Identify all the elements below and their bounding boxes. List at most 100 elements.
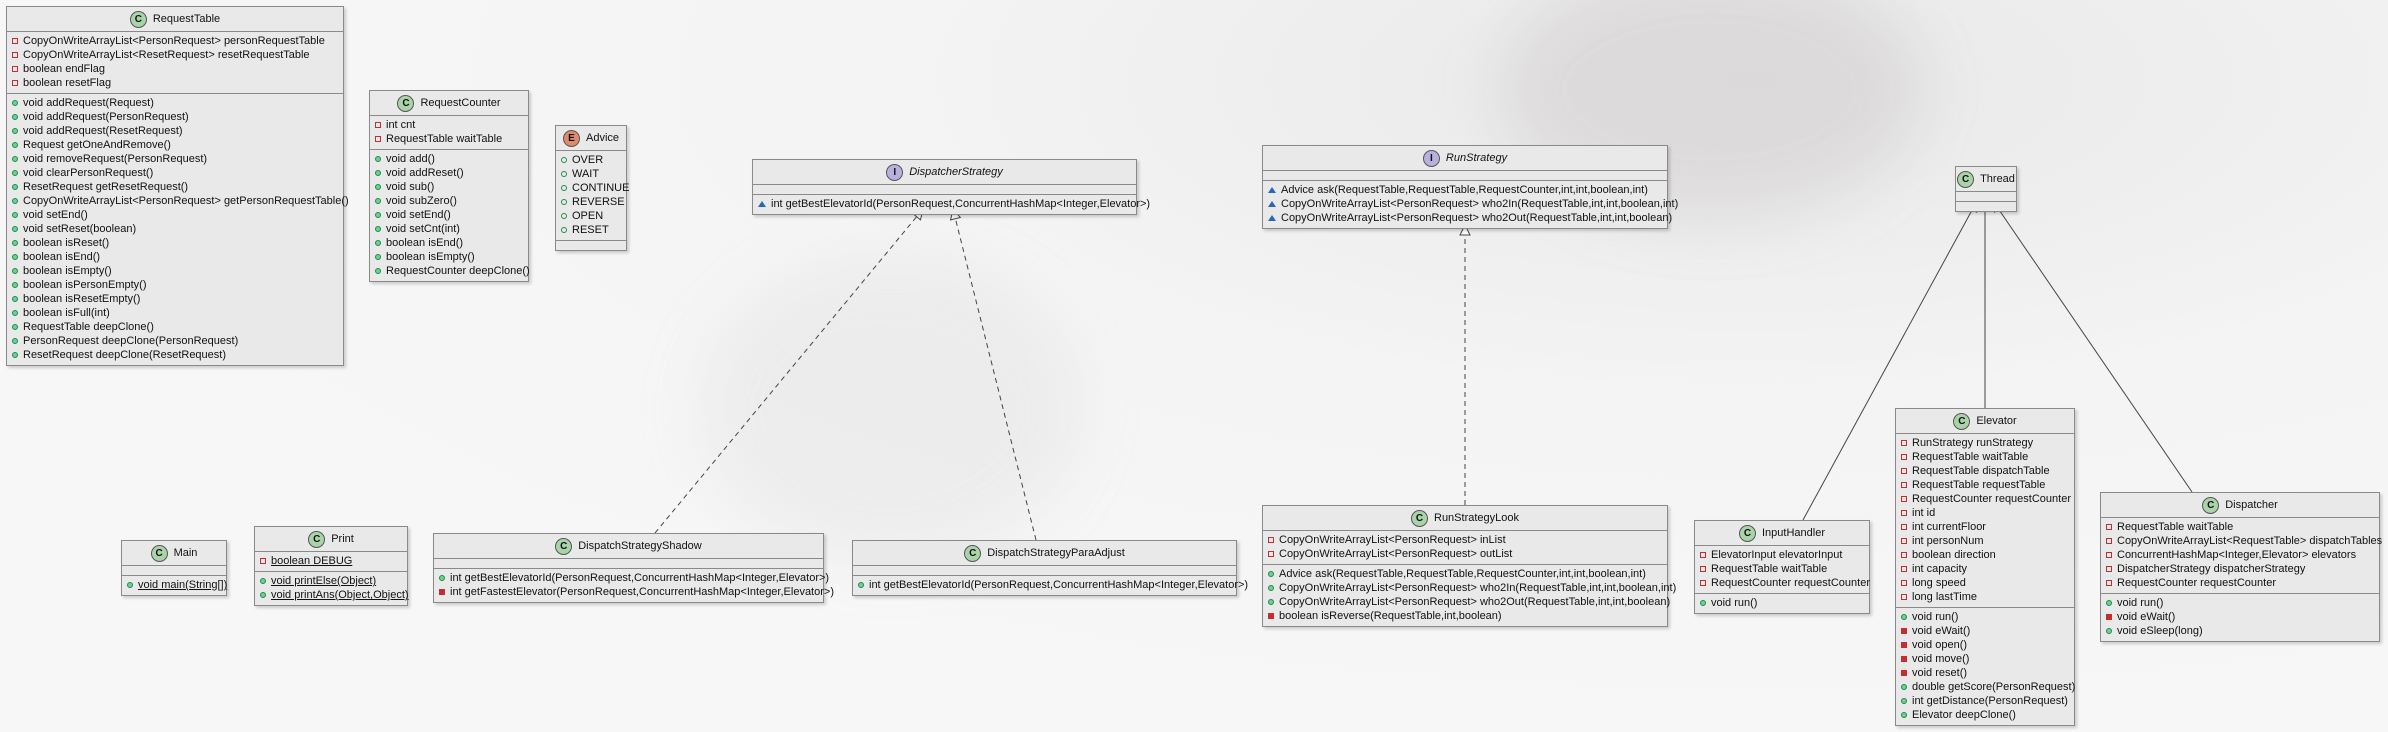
field-row[interactable]: RunStrategy runStrategy [1901, 436, 2069, 450]
method-row[interactable]: void clearPersonRequest() [12, 166, 338, 180]
method-row[interactable]: void printElse(Object) [260, 574, 402, 588]
method-row[interactable]: void move() [1901, 652, 2069, 666]
field-row[interactable]: ConcurrentHashMap<Integer,Elevator> elev… [2106, 548, 2374, 562]
field-row[interactable]: CopyOnWriteArrayList<RequestTable> dispa… [2106, 534, 2382, 548]
method-row[interactable]: void reset() [1901, 666, 2069, 680]
method-row[interactable]: void eWait() [2106, 610, 2374, 624]
method-row[interactable]: void subZero() [375, 194, 523, 208]
method-row[interactable]: double getScore(PersonRequest) [1901, 680, 2075, 694]
field-row[interactable]: RequestCounter requestCounter [1700, 576, 1870, 590]
field-row[interactable]: long lastTime [1901, 590, 2069, 604]
field-row[interactable]: CopyOnWriteArrayList<ResetRequest> reset… [12, 48, 338, 62]
method-row[interactable]: void eWait() [1901, 624, 2069, 638]
field-row[interactable]: RequestTable waitTable [1901, 450, 2069, 464]
field-row[interactable]: int id [1901, 506, 2069, 520]
field-row[interactable]: REVERSE [561, 195, 625, 209]
method-row[interactable]: int getBestElevatorId(PersonRequest,Conc… [858, 578, 1248, 592]
method-row[interactable]: int getBestElevatorId(PersonRequest,Conc… [758, 197, 1150, 211]
field-row[interactable]: ElevatorInput elevatorInput [1700, 548, 1864, 562]
field-row[interactable]: RequestCounter requestCounter [1901, 492, 2071, 506]
field-row[interactable]: RequestTable waitTable [1700, 562, 1864, 576]
field-row[interactable]: RequestTable requestTable [1901, 478, 2069, 492]
method-row[interactable]: boolean isEmpty() [375, 250, 523, 264]
method-row[interactable]: void add() [375, 152, 523, 166]
field-row[interactable]: OPEN [561, 209, 621, 223]
method-row[interactable]: void run() [1700, 596, 1864, 610]
method-row[interactable]: ResetRequest deepClone(ResetRequest) [12, 348, 338, 362]
field-row[interactable]: RESET [561, 223, 621, 237]
method-row[interactable]: boolean isPersonEmpty() [12, 278, 338, 292]
field-row[interactable]: DispatcherStrategy dispatcherStrategy [2106, 562, 2374, 576]
field-row[interactable]: int cnt [375, 118, 523, 132]
method-row[interactable]: void setReset(boolean) [12, 222, 338, 236]
method-row[interactable]: void addRequest(ResetRequest) [12, 124, 338, 138]
field-row[interactable]: RequestTable waitTable [2106, 520, 2374, 534]
method-row[interactable]: Advice ask(RequestTable,RequestTable,Req… [1268, 567, 1662, 581]
method-row[interactable]: boolean isEnd() [375, 236, 523, 250]
method-row[interactable]: void main(String[]) [127, 578, 227, 592]
method-row[interactable]: void removeRequest(PersonRequest) [12, 152, 338, 166]
field-row[interactable]: int capacity [1901, 562, 2069, 576]
method-row[interactable]: CopyOnWriteArrayList<PersonRequest> who2… [1268, 211, 1672, 225]
field-row[interactable]: boolean resetFlag [12, 76, 338, 90]
field-row[interactable]: long speed [1901, 576, 2069, 590]
method-row[interactable]: void sub() [375, 180, 523, 194]
method-row[interactable]: void eSleep(long) [2106, 624, 2374, 638]
field-row[interactable]: boolean endFlag [12, 62, 338, 76]
method-row[interactable]: CopyOnWriteArrayList<PersonRequest> who2… [1268, 197, 1678, 211]
field-row[interactable]: boolean direction [1901, 548, 2069, 562]
method-row[interactable]: int getBestElevatorId(PersonRequest,Conc… [439, 571, 829, 585]
method-row[interactable]: RequestCounter deepClone() [375, 264, 530, 278]
field-row[interactable]: int currentFloor [1901, 520, 2069, 534]
method-row[interactable]: void run() [2106, 596, 2374, 610]
field-row[interactable]: CopyOnWriteArrayList<PersonRequest> outL… [1268, 547, 1662, 561]
method-row[interactable]: CopyOnWriteArrayList<PersonRequest> who2… [1268, 595, 1670, 609]
method-row[interactable]: boolean isEnd() [12, 250, 338, 264]
method-row[interactable]: int getFastestElevator(PersonRequest,Con… [439, 585, 834, 599]
method-row[interactable]: void addRequest(Request) [12, 96, 338, 110]
method-row[interactable]: ResetRequest getResetRequest() [12, 180, 338, 194]
method-row[interactable]: int getDistance(PersonRequest) [1901, 694, 2069, 708]
method-row[interactable]: PersonRequest deepClone(PersonRequest) [12, 334, 338, 348]
field-row[interactable]: CONTINUE [561, 181, 629, 195]
field-row[interactable]: CopyOnWriteArrayList<PersonRequest> inLi… [1268, 533, 1662, 547]
field-row[interactable]: CopyOnWriteArrayList<PersonRequest> pers… [12, 34, 338, 48]
method-row[interactable]: Request getOneAndRemove() [12, 138, 338, 152]
method-row[interactable]: void printAns(Object,Object) [260, 588, 409, 602]
method-row[interactable]: boolean isReset() [12, 236, 338, 250]
field-row[interactable]: OVER [561, 153, 621, 167]
method-row[interactable]: boolean isResetEmpty() [12, 292, 338, 306]
method-row[interactable]: CopyOnWriteArrayList<PersonRequest> getP… [12, 194, 349, 208]
method-row[interactable]: Elevator deepClone() [1901, 708, 2069, 722]
method-row[interactable]: Advice ask(RequestTable,RequestTable,Req… [1268, 183, 1662, 197]
field-row[interactable]: RequestTable waitTable [375, 132, 523, 146]
method-row[interactable]: boolean isEmpty() [12, 264, 338, 278]
method-row[interactable]: boolean isReverse(RequestTable,int,boole… [1268, 609, 1662, 623]
field-row[interactable]: RequestCounter requestCounter [2106, 576, 2374, 590]
field-row[interactable]: boolean DEBUG [260, 554, 402, 568]
field-row[interactable]: WAIT [561, 167, 621, 181]
method-row[interactable]: void addRequest(PersonRequest) [12, 110, 338, 124]
method-row[interactable]: boolean isFull(int) [12, 306, 338, 320]
method-row[interactable]: void run() [1901, 610, 2069, 624]
method-row[interactable]: void addReset() [375, 166, 523, 180]
method-row[interactable]: void setEnd() [375, 208, 523, 222]
field-row[interactable]: int personNum [1901, 534, 2069, 548]
method-row[interactable]: void setCnt(int) [375, 222, 523, 236]
method-row[interactable]: RequestTable deepClone() [12, 320, 338, 334]
method-row[interactable]: CopyOnWriteArrayList<PersonRequest> who2… [1268, 581, 1676, 595]
